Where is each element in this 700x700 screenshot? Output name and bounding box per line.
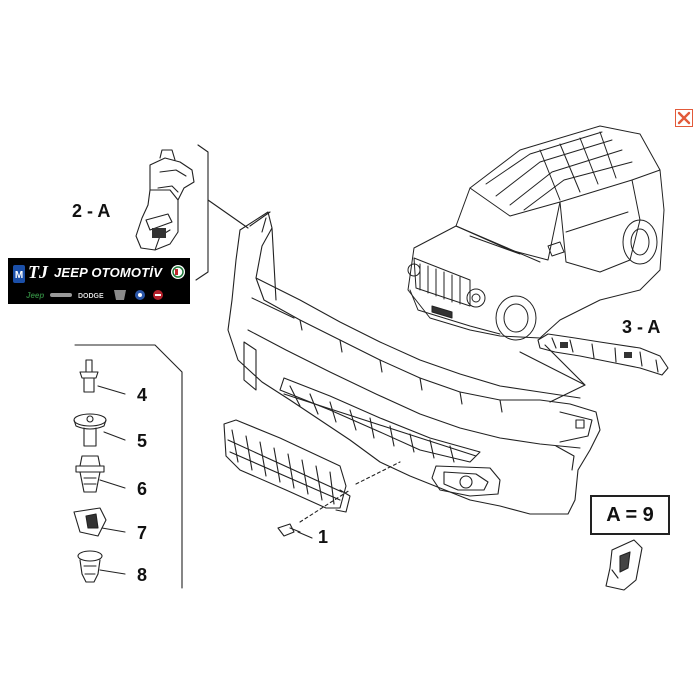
reference-3a: 3 - A xyxy=(622,317,661,337)
part-2a-bracket-line xyxy=(195,144,209,281)
callout-1: 1 xyxy=(318,527,329,547)
lower-grille-part xyxy=(223,419,351,513)
logo-brand-name: JEEP OTOMOTİV xyxy=(54,265,163,280)
clip-leader-line xyxy=(299,461,401,523)
callout-7: 7 xyxy=(137,523,148,543)
logo-monogram: TJ xyxy=(28,262,48,282)
callout-6: 6 xyxy=(137,479,148,499)
close-button[interactable] xyxy=(675,109,693,127)
callout-4: 4 xyxy=(137,385,148,405)
screw-part-1 xyxy=(277,523,313,539)
ram-logo xyxy=(114,290,126,300)
quantity-box: A = 9 xyxy=(590,495,670,535)
clip-part-a xyxy=(605,539,643,591)
reference-2a: 2 - A xyxy=(72,201,111,221)
mopar-logo: M xyxy=(13,265,25,283)
plastic-clip-part-6 xyxy=(75,455,126,493)
alfa-romeo-logo xyxy=(171,265,185,279)
fastener-bracket-line xyxy=(74,344,183,589)
support-bracket-part xyxy=(537,333,669,376)
callout-5: 5 xyxy=(137,431,148,451)
expanding-clip-part-8 xyxy=(77,550,126,583)
quantity-equation: A = 9 xyxy=(606,503,654,526)
chrysler-logo xyxy=(50,293,72,297)
push-clip-part-5 xyxy=(73,413,126,447)
callout-8: 8 xyxy=(137,565,148,585)
brand-marks-row: Jeep DODGE xyxy=(26,290,163,300)
close-icon[interactable] xyxy=(676,110,692,126)
front-bumper-part xyxy=(227,211,601,515)
dodge-logo: DODGE xyxy=(78,293,104,300)
part-2a-leader-line xyxy=(207,199,249,229)
rivet-part-4 xyxy=(79,359,126,395)
clip-nut-part-7 xyxy=(73,507,126,537)
vehicle-illustration xyxy=(407,125,665,341)
side-bracket-part xyxy=(135,149,195,251)
part-3a-leader-line xyxy=(519,351,586,403)
jeep-logo: Jeep xyxy=(26,291,44,300)
dealer-logo-banner: M TJ JEEP OTOMOTİV Jeep DODGE xyxy=(8,258,190,304)
svg-text:M: M xyxy=(15,270,23,281)
